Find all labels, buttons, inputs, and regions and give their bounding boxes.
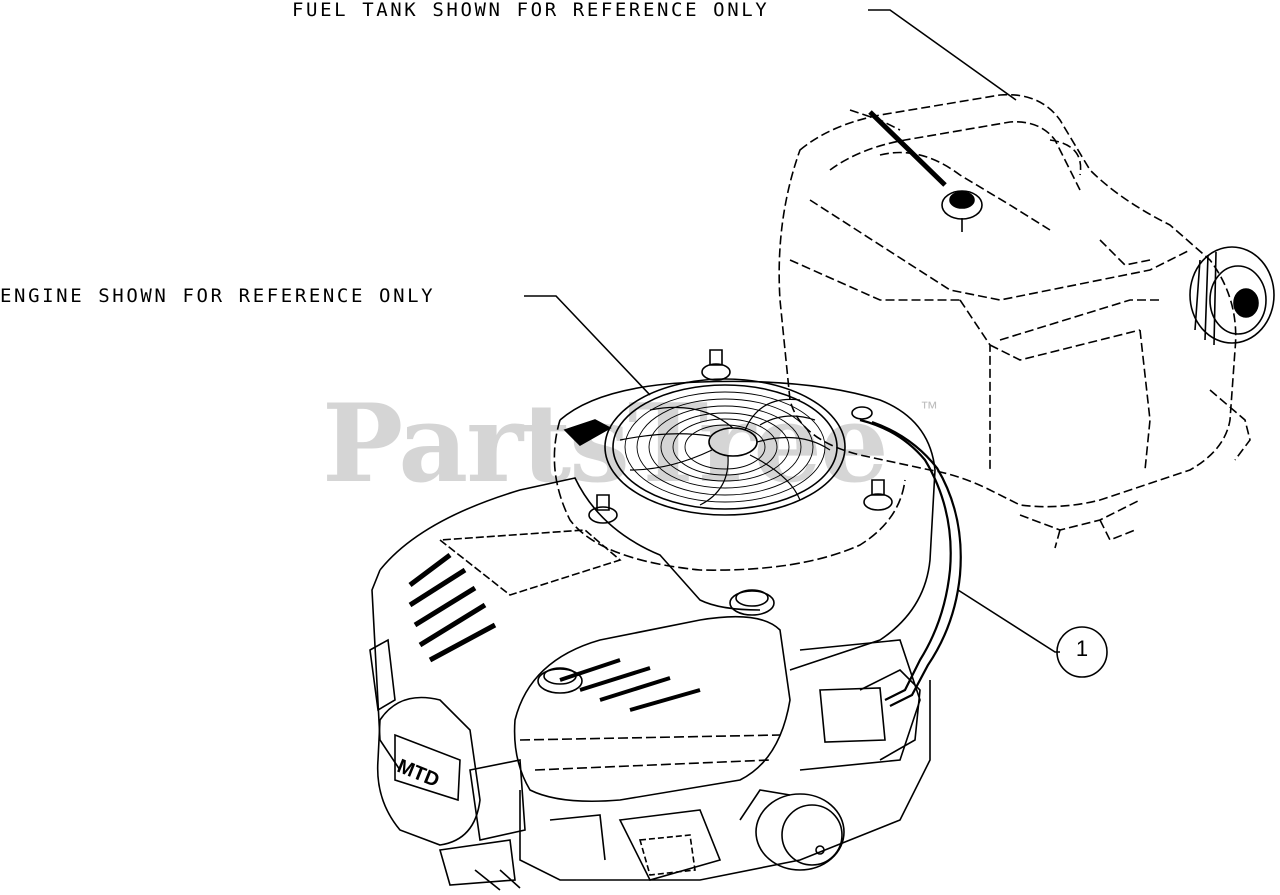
watermark: PartsTree bbox=[322, 381, 889, 507]
fuel-tank-leader bbox=[868, 9, 1017, 101]
callout-1-leader bbox=[957, 589, 1060, 653]
engine-drawing: MTD bbox=[369, 349, 936, 891]
engine-label: ENGINE SHOWN FOR REFERENCE ONLY bbox=[0, 285, 436, 307]
engine-leader bbox=[524, 295, 651, 396]
trademark-symbol: ™ bbox=[920, 398, 938, 418]
svg-text:MTD: MTD bbox=[394, 755, 442, 792]
fuel-sender-drawing bbox=[868, 110, 983, 232]
fuel-cap-drawing bbox=[1189, 246, 1275, 346]
callout-1-number[interactable]: 1 bbox=[1075, 636, 1089, 661]
callout-1-balloon bbox=[1056, 626, 1108, 678]
fuel-tank-label: FUEL TANK SHOWN FOR REFERENCE ONLY bbox=[292, 0, 770, 21]
fuel-line-part bbox=[859, 418, 962, 707]
